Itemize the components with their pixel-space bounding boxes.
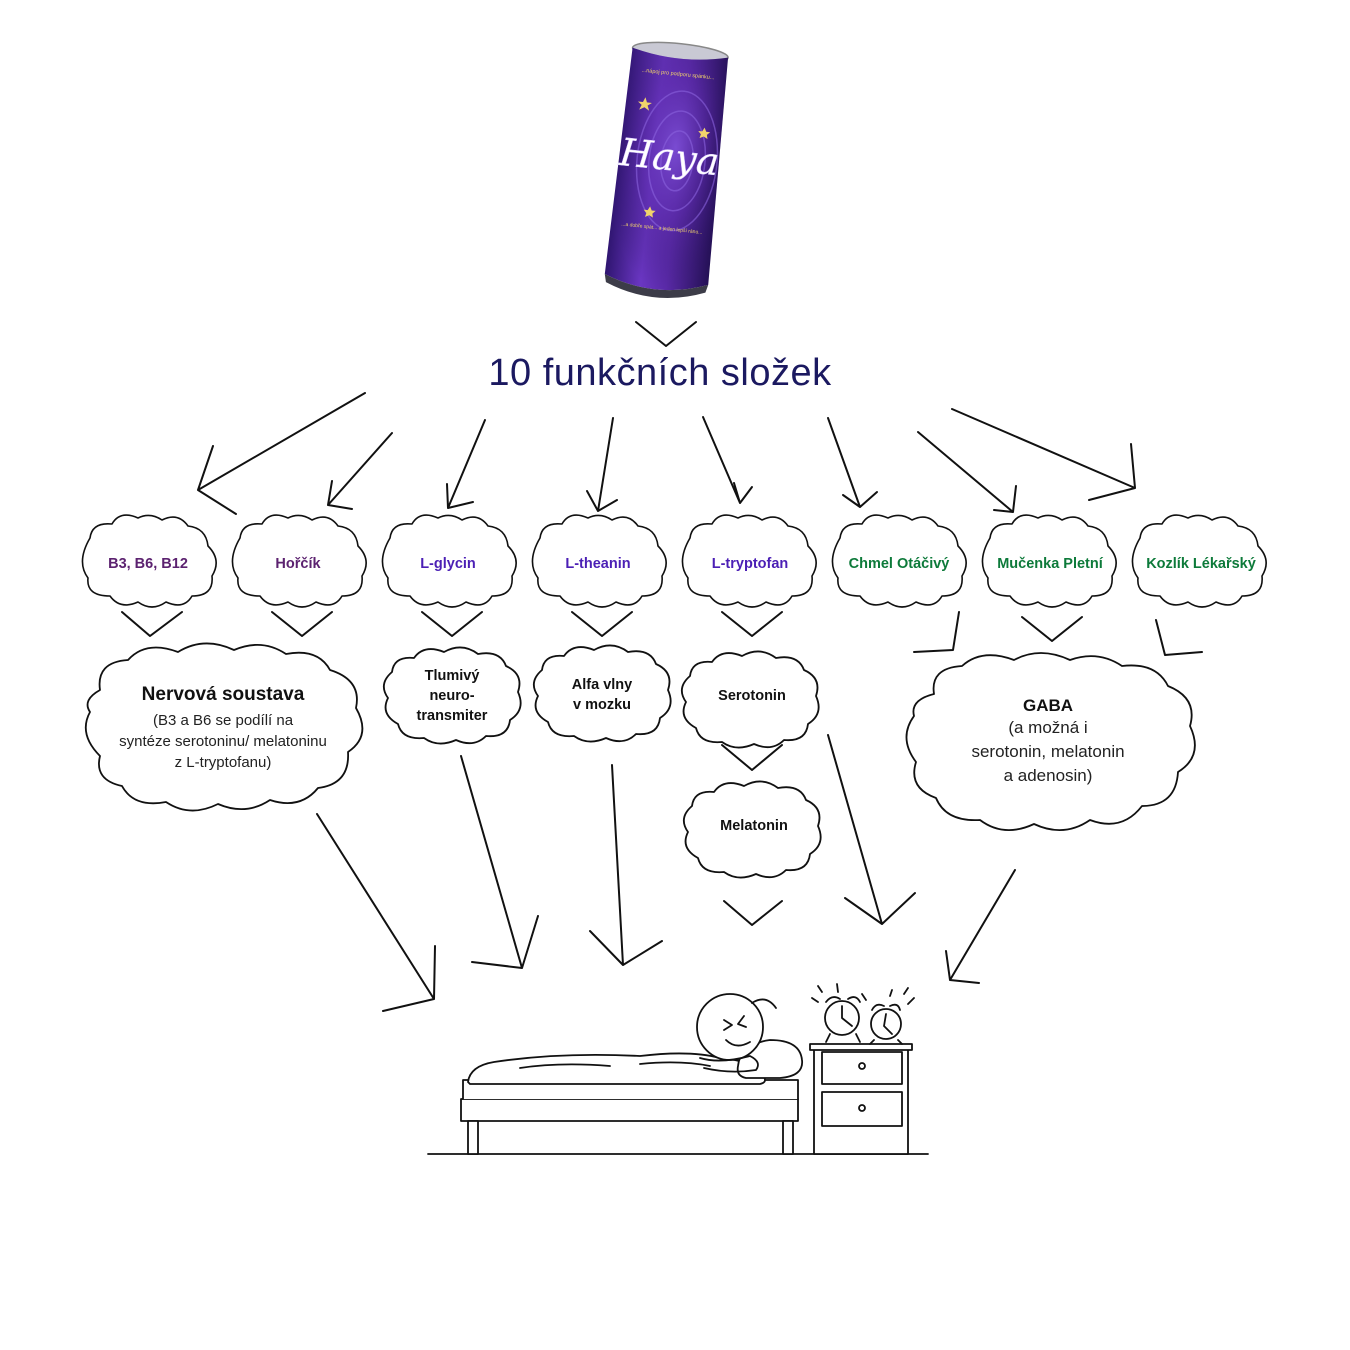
effect-nervous-line1: (B3 a B6 se podílí na	[152, 711, 294, 729]
arrow-to-b-vitamins	[197, 392, 366, 515]
flow-arrows	[121, 321, 1203, 1012]
effect-nervous-line3: z L-tryptofanu)	[174, 753, 272, 771]
ringing-lines	[811, 983, 915, 1005]
star-icon	[637, 97, 652, 111]
ingredient-l-theanin: L-theanin	[565, 556, 631, 572]
arrow-to-chmel	[827, 417, 878, 508]
drawer-knob	[858, 1062, 866, 1070]
arrow-gaba-to-sleep	[945, 869, 1016, 984]
can-brand-logo: Haya	[616, 130, 721, 184]
effect-gaba: GABA (a možná i serotonin, melatonin a a…	[932, 690, 1164, 794]
ingredient-b-vitamins: B3, B6, B12	[108, 556, 188, 572]
sleeper-hair	[751, 998, 777, 1009]
star-icon	[643, 206, 656, 218]
bed-leg	[782, 1120, 794, 1155]
chevron-down-icon	[723, 900, 783, 926]
arrow-to-horcik	[327, 432, 393, 510]
arrow-to-l-glycin	[446, 419, 486, 509]
effect-inhibitory-line1: Tlumivý	[424, 668, 480, 684]
ingredient-l-glycin: L-glycin	[420, 556, 476, 572]
sleeping-person-illustration	[427, 983, 929, 1155]
drawer	[821, 1051, 903, 1085]
effect-nervous-system: Nervová soustava (B3 a B6 se podílí na s…	[92, 678, 354, 778]
ingredient-mucenka: Mučenka Pletní	[997, 556, 1103, 572]
ingredient-clouds	[81, 514, 1267, 608]
ingredient-kozlik: Kozlík Lékařský	[1146, 556, 1256, 572]
effect-gaba-line3: a adenosin)	[1003, 766, 1093, 785]
closed-eye-icon	[737, 1015, 747, 1028]
sleeper-hand	[699, 1055, 759, 1073]
arrow-to-mucenka	[917, 431, 1017, 513]
arrow-nervous-to-sleep	[316, 813, 436, 1012]
ingredient-l-tryptofan: L-tryptofan	[711, 556, 789, 572]
haya-can-image: Haya ...nápoj pro podporu spánku... ...a…	[604, 41, 729, 298]
arrow-to-kozlik	[951, 408, 1136, 501]
effect-gaba-title: GABA	[1022, 696, 1074, 715]
arrow-to-l-theanin	[586, 417, 618, 512]
arrow-kozlik-to-gaba	[1155, 619, 1203, 656]
effect-serotonin: Serotonin	[718, 688, 786, 704]
star-icon	[698, 127, 711, 139]
effect-gaba-line1: (a možná i	[1008, 718, 1088, 737]
drawer	[821, 1091, 903, 1127]
bed-leg	[467, 1120, 479, 1155]
effect-inhibitory-neurotransmitter: Tlumivý neuro- transmiter	[392, 664, 512, 728]
effect-gaba-line2: serotonin, melatonin	[971, 742, 1125, 761]
effect-alpha-line2: v mozku	[572, 697, 631, 713]
sleeper-mouth	[725, 1039, 751, 1047]
effect-inhibitory-line2: neuro-	[429, 688, 475, 704]
chevron-down-icon	[121, 611, 183, 637]
page-title: 10 funkčních složek	[488, 352, 832, 394]
ingredient-horcik: Hořčík	[275, 556, 321, 572]
arrow-alpha-to-sleep	[589, 764, 663, 966]
ingredient-chmel: Chmel Otáčivý	[848, 556, 950, 572]
nightstand-top	[809, 1043, 913, 1051]
chevron-down-icon	[635, 321, 697, 347]
chevron-down-icon	[271, 611, 333, 637]
alarm-clock-icon	[870, 1008, 902, 1040]
chevron-down-icon	[421, 611, 483, 637]
arrow-inhibitory-to-sleep	[460, 755, 539, 969]
arrow-to-l-tryptofan	[702, 416, 753, 504]
effect-alpha-line1: Alfa vlny	[571, 677, 633, 693]
chevron-down-icon	[1021, 616, 1083, 642]
effect-inhibitory-line3: transmiter	[416, 708, 488, 724]
effect-nervous-line2: syntéze serotoninu/ melatoninu	[119, 732, 327, 750]
closed-eye-icon	[723, 1019, 733, 1031]
effect-alpha-waves: Alfa vlny v mozku	[542, 672, 662, 718]
drawer-knob	[858, 1104, 866, 1112]
chevron-down-icon	[721, 744, 783, 771]
chevron-down-icon	[721, 611, 783, 637]
effect-melatonin: Melatonin	[720, 818, 788, 834]
chevron-down-icon	[571, 611, 633, 637]
effect-nervous-title: Nervová soustava	[141, 683, 305, 705]
arrow-serotonin-to-sleep	[827, 734, 916, 925]
arrow-chmel-to-gaba	[913, 611, 960, 653]
bed-frame	[460, 1098, 799, 1122]
effect-clouds	[84, 642, 1196, 879]
